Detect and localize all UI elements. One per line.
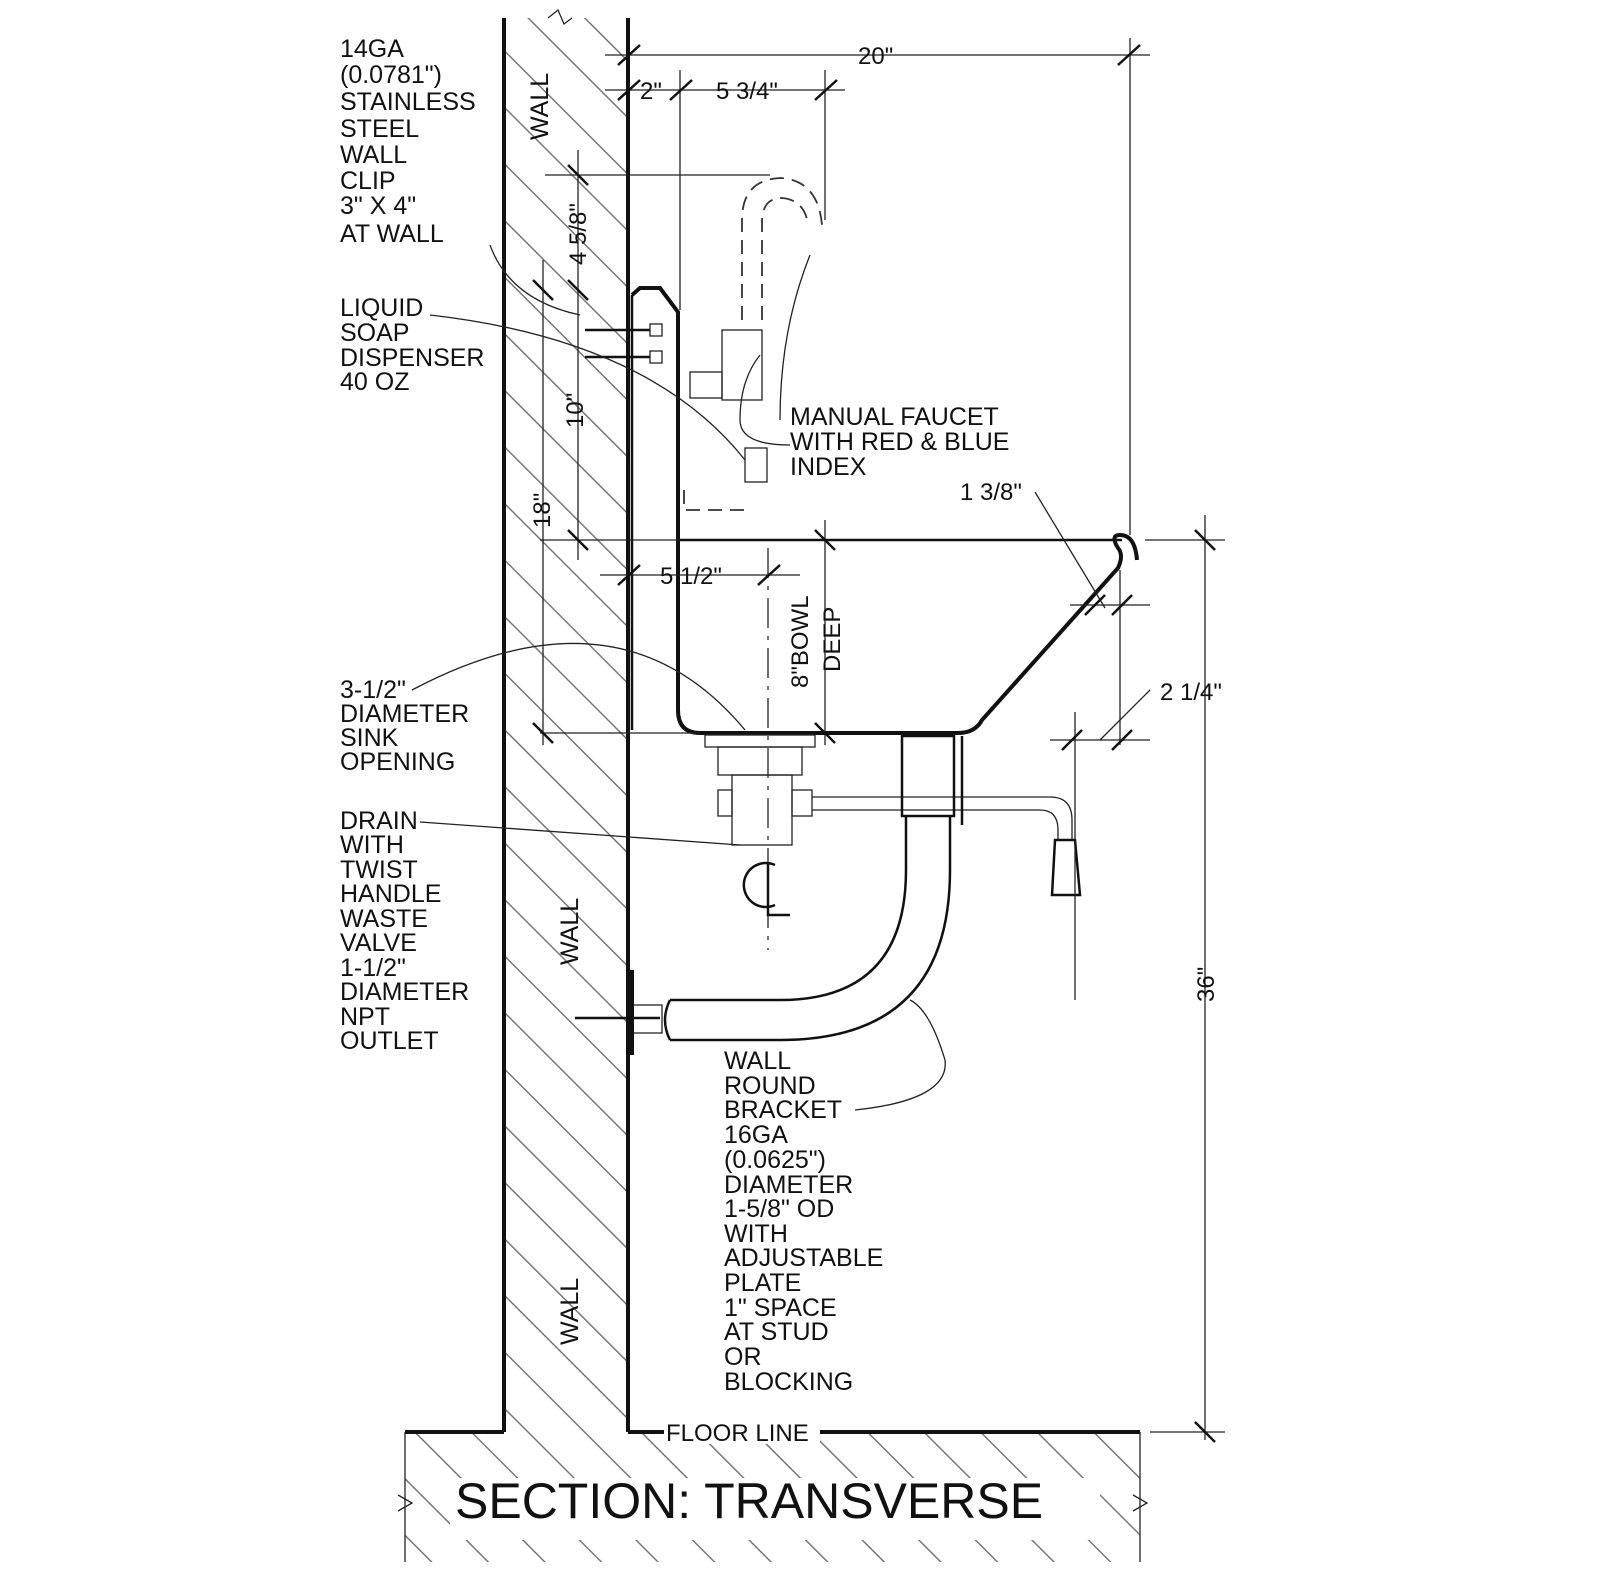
bowl-depth-label-2: DEEP xyxy=(819,607,846,672)
dim-overall-depth: 20" xyxy=(858,43,893,70)
wall-clip-callout: 14GA (0.0781") STAINLESS STEEL WALL CLIP… xyxy=(340,35,483,248)
floor-line-label: FLOOR LINE xyxy=(666,1420,809,1447)
sink-opening-callout: 3-1/2" DIAMETER SINK OPENING xyxy=(340,676,476,776)
dim-front-offset: 2 1/4" xyxy=(1160,679,1222,706)
dim-rim-to-spout: 18" xyxy=(529,493,556,528)
dim-wall-to-faucet: 2" xyxy=(640,78,662,105)
dim-faucet-height: 4 5/8" xyxy=(565,203,592,265)
dim-drain-offset: 5 1/2" xyxy=(660,563,722,590)
wall-label-top: WALL xyxy=(526,73,554,140)
centerline-symbol xyxy=(742,861,790,917)
wall xyxy=(502,8,630,1432)
wall-bracket xyxy=(575,734,964,1055)
wall-label-middle: WALL xyxy=(556,898,584,965)
dim-rim-roll: 1 3/8" xyxy=(960,479,1022,506)
dim-backsplash: 10" xyxy=(562,393,589,428)
dimension-lines xyxy=(411,38,1225,1440)
dimension-labels: 20" 2" 5 3/4" 4 5/8" 10" 18" 5 1/2" 1 3/… xyxy=(529,43,1222,1002)
dim-faucet-reach: 5 3/4" xyxy=(716,78,778,105)
bowl-depth-label: 8"BOWL xyxy=(787,595,814,688)
faucet-callout: MANUAL FAUCET WITH RED & BLUE INDEX xyxy=(790,403,1016,481)
sink-bowl xyxy=(630,286,1139,735)
wall-clip-screws xyxy=(585,323,663,364)
wall-label-bottom: WALL xyxy=(556,1278,584,1345)
dim-rim-height: 36" xyxy=(1193,967,1220,1002)
drain-valve xyxy=(704,734,1082,897)
drain-callout: DRAIN WITH TWIST HANDLE WASTE VALVE 1-1/… xyxy=(340,807,476,1055)
dimension-ticks xyxy=(532,44,1216,1443)
bracket-callout: WALL ROUND BRACKET 16GA (0.0625") DIAMET… xyxy=(724,1047,890,1396)
soap-dispenser-callout: LIQUID SOAP DISPENSER 40 OZ xyxy=(340,294,491,396)
drawing-title: SECTION: TRANSVERSE xyxy=(455,1473,1043,1529)
